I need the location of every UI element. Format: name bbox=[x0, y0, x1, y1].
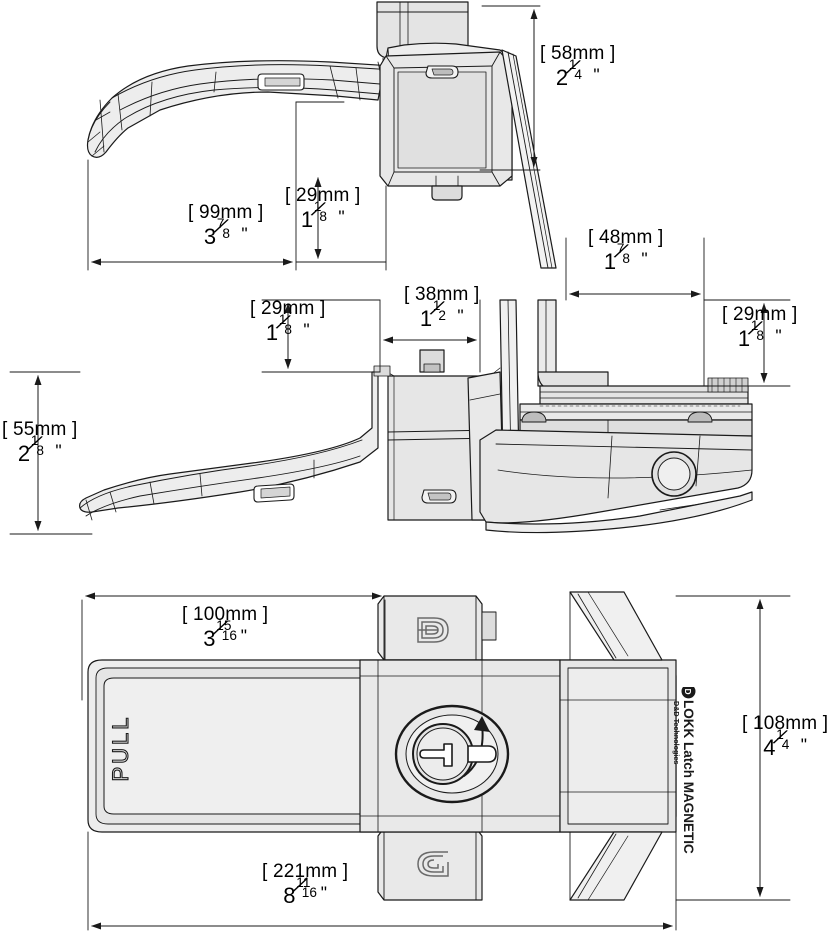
dim-mm-d99: [ 99mm ] bbox=[188, 202, 264, 223]
dim-mm-d48: [ 48mm ] bbox=[588, 227, 664, 248]
brand-mark-letter: D bbox=[683, 689, 693, 695]
brand-line-text: LOKK Latch MAGNETIC bbox=[681, 700, 696, 854]
brand-sub-text: D&D Technologies bbox=[672, 701, 681, 764]
brand-text-group: LOKK Latch MAGNETIC D&D Technologies D bbox=[672, 687, 696, 854]
dim-mm-d29b: [ 29mm ] bbox=[250, 298, 326, 319]
dim-mm-d38: [ 38mm ] bbox=[404, 284, 480, 305]
dim-mm-d58: [ 58mm ] bbox=[540, 43, 616, 64]
pull-label-text: PULL bbox=[108, 714, 133, 781]
plan-view-geometry bbox=[87, 591, 677, 901]
dim-mm-d55: [ 55mm ] bbox=[2, 419, 78, 440]
top-elevation-view-geometry bbox=[86, 1, 557, 269]
dim-mm-d29c: [ 29mm ] bbox=[722, 304, 798, 325]
dim-mm-d100: [ 100mm ] bbox=[182, 604, 269, 625]
dim-mm-d108: [ 108mm ] bbox=[742, 713, 827, 734]
side-section-view-geometry bbox=[79, 299, 753, 534]
dimension-lines bbox=[9, 5, 791, 931]
dim-mm-d221: [ 221mm ] bbox=[262, 861, 349, 882]
logo-g-lower bbox=[417, 851, 449, 877]
logo-d-upper bbox=[417, 617, 449, 643]
dim-mm-d29a: [ 29mm ] bbox=[285, 185, 361, 206]
